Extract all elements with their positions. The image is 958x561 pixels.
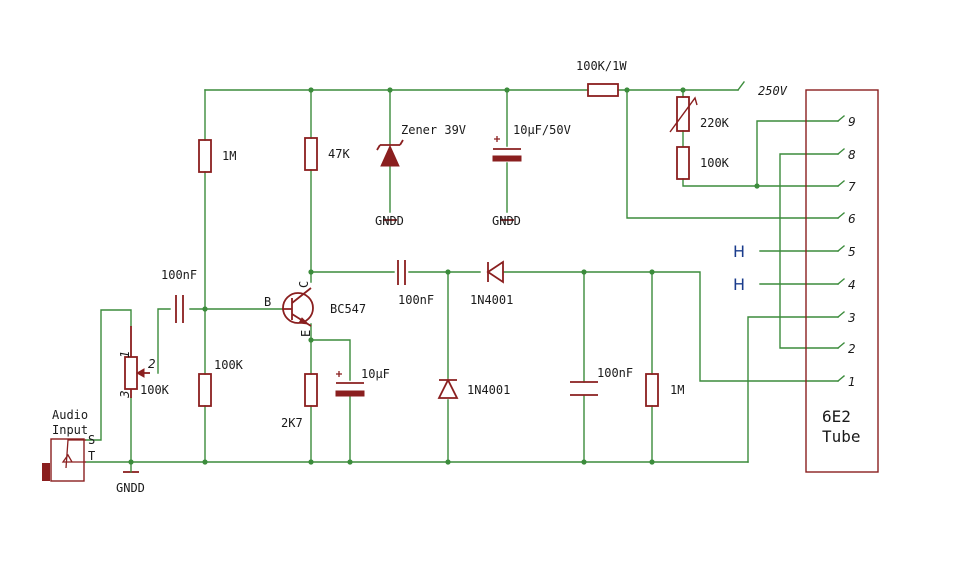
transistor-bc547 [282, 287, 314, 327]
label-audio-line2: Input [52, 423, 88, 437]
resistor-100k-bias [198, 373, 212, 407]
coupling-capacitor [397, 260, 406, 285]
tube-pin-7: 7 [848, 180, 856, 194]
hv-terminal [737, 81, 745, 91]
label-gnd-zener: GNDD [375, 214, 404, 228]
resistor-100k-tube [676, 146, 690, 180]
resistor-2k7 [304, 373, 318, 407]
label-audio-line1: Audio [52, 408, 88, 422]
audio-jack [42, 438, 86, 482]
junction-dots [128, 87, 760, 465]
labels: 100K/1W 250V Zener 39V 10µF/50V 1M 47K G… [52, 59, 861, 495]
label-emitter: E [299, 330, 313, 337]
label-heater-5: H [733, 242, 745, 261]
label-transistor: BC547 [330, 302, 366, 316]
label-cap-filter: 10µF/50V [513, 123, 571, 137]
label-jack-s: S [88, 433, 95, 447]
label-pot-pin1: 1 [118, 350, 132, 358]
label-pot-pin2: 2 [148, 357, 156, 371]
resistor-100k-1w [587, 83, 619, 97]
resistor-47k [304, 137, 318, 171]
label-r-2k7: 2K7 [281, 416, 303, 430]
label-pot-pin3: 3 [118, 390, 132, 398]
label-c-in: 100nF [161, 268, 197, 282]
emitter-capacitor [335, 371, 365, 397]
label-r-1m-left: 1M [222, 149, 236, 163]
zener-diode [376, 139, 404, 167]
tube-pin-ticks [837, 115, 845, 382]
tube-pin-2: 2 [848, 342, 856, 356]
tube-pin-4: 4 [848, 278, 856, 292]
label-d-shunt: 1N4001 [467, 383, 510, 397]
output-capacitor [570, 381, 598, 396]
potentiometer-100k [124, 326, 150, 398]
label-collector: C [297, 281, 311, 288]
label-heater-4: H [733, 275, 745, 294]
filter-capacitor [492, 136, 522, 162]
label-r-1m-out: 1M [670, 383, 684, 397]
tube-6e2-body [805, 89, 879, 473]
tube-pin-6: 6 [848, 212, 856, 226]
tube-pin-numbers: 9 8 7 6 5 4 3 2 1 [848, 115, 856, 389]
tube-pin-5: 5 [848, 245, 856, 259]
label-tube-line2: Tube [822, 427, 861, 446]
label-gnd-main: GNDD [116, 481, 145, 495]
tube-pin-3: 3 [848, 311, 856, 325]
tube-pin-8: 8 [848, 148, 856, 162]
label-jack-t: T [88, 449, 95, 463]
label-c-coupling: 100nF [398, 293, 434, 307]
resistor-1m-bias [198, 139, 212, 173]
input-capacitor [175, 295, 184, 323]
diode-shunt [437, 377, 459, 399]
label-c-out: 100nF [597, 366, 633, 380]
label-trimmer: 220K [700, 116, 730, 130]
wires [85, 89, 839, 463]
label-c-emitter: 10µF [361, 367, 390, 381]
label-r-47k: 47K [328, 147, 350, 161]
label-r-100k-tube: 100K [700, 156, 730, 170]
label-pot: 100K [140, 383, 170, 397]
resistor-1m-output [645, 373, 659, 407]
label-zener: Zener 39V [401, 123, 466, 137]
label-gnd-cap: GNDD [492, 214, 521, 228]
label-hv: 250V [758, 84, 788, 98]
tube-pin-9: 9 [848, 115, 856, 129]
diode-series [486, 260, 504, 284]
label-r-100k-bias: 100K [214, 358, 244, 372]
trimmer-220k [669, 96, 698, 133]
label-tube-line1: 6E2 [822, 407, 851, 426]
label-base: B [264, 295, 271, 309]
tube-pin-1: 1 [848, 375, 856, 389]
label-r-top: 100K/1W [576, 59, 627, 73]
label-d-series: 1N4001 [470, 293, 513, 307]
